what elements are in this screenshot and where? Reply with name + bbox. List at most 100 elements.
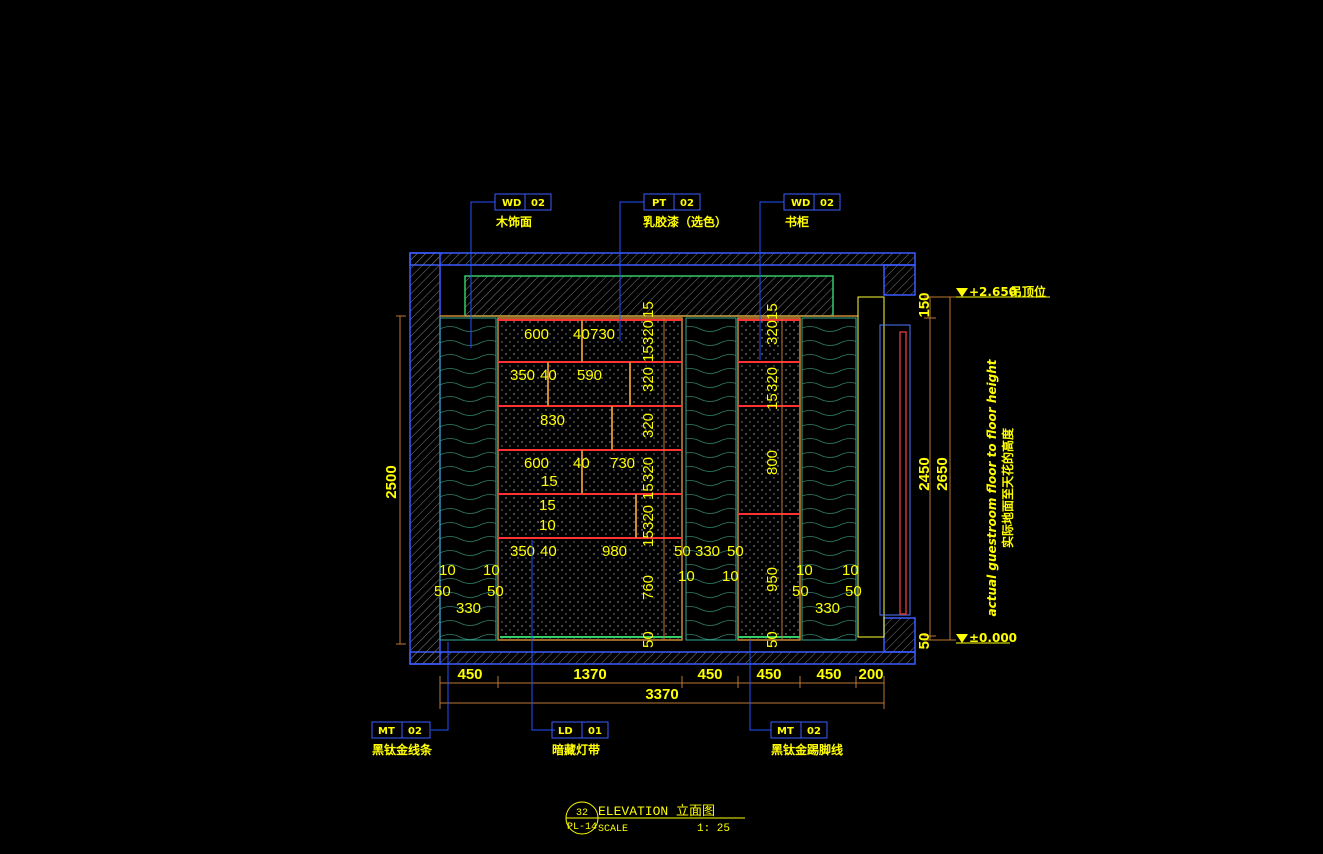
- shelf-dim: 350: [510, 543, 535, 560]
- bottom-dim: 1370: [573, 666, 606, 683]
- level-top-triangle: [956, 288, 968, 297]
- wall-section: [409, 252, 916, 665]
- side-dim: 50: [764, 631, 781, 648]
- bottom-dim: 450: [457, 666, 482, 683]
- callout-led-strip: LD 01 暗藏灯带: [551, 721, 609, 757]
- bookcase-left: [497, 317, 683, 641]
- shelf-dim: 320: [640, 505, 657, 530]
- callout-num: 02: [531, 198, 545, 209]
- shelf-dim: 50: [727, 543, 744, 560]
- dim-50-right: 50: [916, 633, 933, 650]
- shelf-dim: 590: [577, 367, 602, 384]
- callout-code: PT: [652, 198, 666, 209]
- side-note: actual guestroom floor to floor height 实…: [985, 358, 1015, 616]
- callout-latex-paint: PT 02 乳胶漆（选色）: [643, 193, 727, 229]
- bottom-dim: 200: [858, 666, 883, 683]
- leader-lines: [431, 201, 784, 731]
- dim-2650: 2650: [934, 457, 951, 490]
- side-dim: 50: [487, 583, 504, 600]
- callout-label: 暗藏灯带: [552, 742, 600, 757]
- callout-code: MT: [777, 726, 794, 737]
- callout-num: 02: [807, 726, 821, 737]
- shelf-dim: 10: [539, 517, 556, 534]
- shelf-dim: 730: [590, 326, 615, 343]
- scale-value: 1: 25: [697, 823, 730, 835]
- title-circle-bottom: PL-14: [567, 822, 597, 833]
- shelf-dim: 40: [540, 543, 557, 560]
- bottom-dim: 450: [756, 666, 781, 683]
- callout-label: 书柜: [785, 214, 809, 229]
- callout-code: MT: [378, 726, 395, 737]
- shelf-dim: 760: [640, 575, 657, 600]
- callout-code: WD: [791, 198, 810, 209]
- callout-label: 黑钛金线条: [372, 742, 433, 757]
- side-dim: 330: [456, 600, 481, 617]
- dim-3370: 3370: [645, 686, 678, 703]
- shelf-dim: 40: [573, 455, 590, 472]
- shelf-dim: 50: [674, 543, 691, 560]
- dim-2450: 2450: [916, 457, 933, 490]
- dim-150: 150: [916, 292, 933, 317]
- shelf-dim: 320: [640, 320, 657, 345]
- shelf-dim: 600: [524, 455, 549, 472]
- dimension-lines: [396, 296, 956, 709]
- shelf-dim: 730: [610, 455, 635, 472]
- shelf-dim: 320: [640, 413, 657, 438]
- callout-label: 黑钛金踢脚线: [771, 742, 843, 757]
- side-dim: 50: [845, 583, 862, 600]
- shelf-dim: 320: [764, 367, 781, 392]
- callout-num: 02: [408, 726, 422, 737]
- window-section: [879, 324, 911, 616]
- callout-num: 02: [820, 198, 834, 209]
- shelf-dim: 15: [541, 473, 558, 490]
- side-dim: 50: [640, 631, 657, 648]
- shelf-dim: 320: [640, 457, 657, 482]
- side-dim: 10: [722, 568, 739, 585]
- callout-code: WD: [502, 198, 521, 209]
- shelf-dim: 330: [695, 543, 720, 560]
- title-circle-top: 32: [576, 808, 588, 819]
- side-dim: 10: [439, 562, 456, 579]
- shelf-dim: 800: [764, 450, 781, 475]
- side-dim: 10: [483, 562, 500, 579]
- callout-num: 01: [588, 726, 602, 737]
- level-markers: +2.650 吊顶位 ±0.000: [956, 284, 1050, 645]
- level-top: +2.650: [969, 285, 1017, 299]
- callout-code: LD: [558, 726, 573, 737]
- bookcase-right: [737, 317, 801, 641]
- shelf-dim: 950: [764, 567, 781, 592]
- callout-label: 乳胶漆（选色）: [643, 214, 727, 229]
- side-dim: 10: [796, 562, 813, 579]
- shelf-dim: 600: [524, 326, 549, 343]
- side-note-zh: 实际地面至天花的高度: [1000, 427, 1015, 548]
- callout-label: 木饰面: [495, 214, 532, 229]
- callout-skirting: MT 02 黑钛金踢脚线: [770, 721, 843, 757]
- shelf-dim: 980: [602, 543, 627, 560]
- bottom-dim: 450: [697, 666, 722, 683]
- title-text: ELEVATION 立面图: [598, 804, 715, 819]
- title-block: 32 PL-14 ELEVATION 立面图 SCALE 1: 25: [565, 801, 745, 835]
- side-note-en: actual guestroom floor to floor height: [985, 358, 999, 616]
- shelf-dim: 15: [539, 497, 556, 514]
- callout-bookcase: WD 02 书柜: [783, 193, 841, 229]
- scale-label: SCALE: [598, 824, 628, 835]
- shelf-dim: 15: [640, 345, 657, 362]
- level-bottom-triangle: [956, 634, 968, 643]
- shelf-dim: 320: [640, 367, 657, 392]
- side-dim: 330: [815, 600, 840, 617]
- callout-metal-strip: MT 02 黑钛金线条: [371, 721, 433, 757]
- callout-wood-veneer: WD 02 木饰面: [494, 193, 552, 229]
- shelf-dim: 15: [640, 483, 657, 500]
- shelf-dim: 15: [764, 303, 781, 320]
- level-top-note: 吊顶位: [1010, 284, 1046, 299]
- shelf-dim: 15: [640, 530, 657, 547]
- side-dim: 10: [678, 568, 695, 585]
- bottom-dim: 450: [816, 666, 841, 683]
- dim-2500: 2500: [383, 465, 400, 498]
- shelf-dim: 830: [540, 412, 565, 429]
- side-dim: 50: [434, 583, 451, 600]
- shelf-dim: 15: [640, 301, 657, 318]
- shelf-dim: 40: [540, 367, 557, 384]
- shelf-dim: 40: [573, 326, 590, 343]
